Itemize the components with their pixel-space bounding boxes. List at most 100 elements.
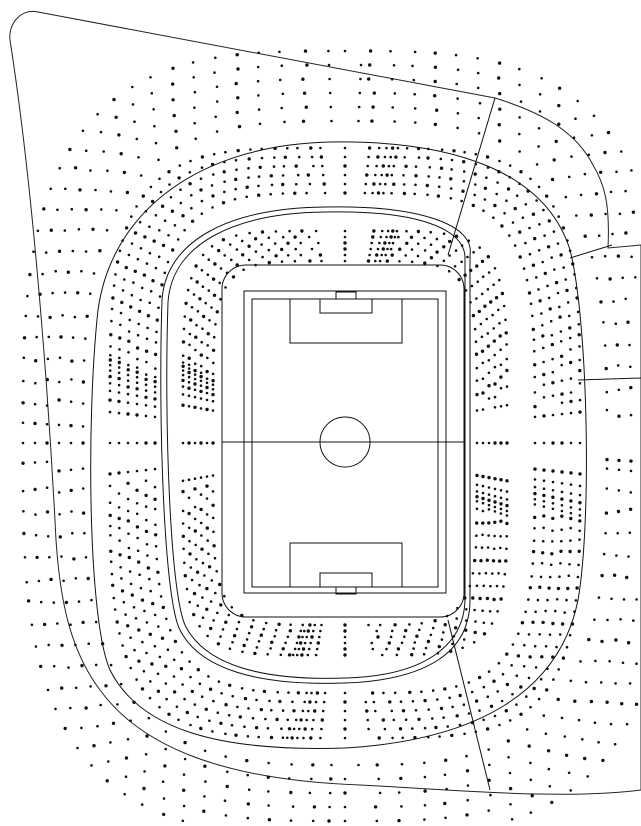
seat-dot bbox=[493, 714, 497, 718]
seat-dot bbox=[368, 63, 372, 67]
seat-dot bbox=[372, 700, 376, 704]
seat-dot bbox=[230, 258, 233, 262]
seat-dot bbox=[367, 155, 370, 159]
seat-dot bbox=[527, 676, 531, 680]
seat-dot bbox=[136, 257, 140, 261]
seat-dot bbox=[49, 228, 53, 232]
seat-dot bbox=[119, 311, 123, 315]
seat-dot bbox=[577, 549, 581, 553]
seat-dot bbox=[575, 296, 579, 300]
seat-dot bbox=[545, 688, 549, 692]
seat-dot bbox=[49, 187, 52, 191]
seat-dot bbox=[518, 230, 522, 234]
seat-dot bbox=[573, 699, 577, 703]
seat-dot bbox=[605, 700, 609, 704]
seat-dot bbox=[63, 726, 67, 731]
seat-dot bbox=[531, 620, 535, 624]
seat-dot bbox=[211, 399, 215, 403]
seat-dot bbox=[476, 71, 480, 75]
seat-dot bbox=[137, 560, 141, 564]
seat-dot bbox=[57, 249, 62, 253]
seat-dot bbox=[559, 340, 563, 343]
seat-dot bbox=[498, 159, 501, 163]
seat-dot bbox=[221, 238, 226, 242]
seat-dot bbox=[480, 335, 484, 339]
seat-dot bbox=[626, 641, 631, 645]
seat-dot bbox=[211, 490, 215, 493]
seat-dot bbox=[587, 153, 591, 157]
seat-dot bbox=[449, 177, 453, 181]
seat-dot bbox=[199, 188, 203, 192]
seat-dot bbox=[536, 598, 540, 602]
seat-dot bbox=[173, 639, 178, 644]
seat-dot bbox=[431, 626, 435, 630]
seat-dot bbox=[144, 468, 148, 472]
seat-dot bbox=[323, 191, 327, 195]
seat-dot bbox=[499, 512, 503, 515]
seat-dot bbox=[519, 712, 523, 716]
seat-dot bbox=[499, 441, 503, 445]
seat-dot bbox=[156, 570, 160, 574]
seat-dot bbox=[557, 103, 561, 108]
seat-dot bbox=[205, 407, 209, 412]
seat-dot bbox=[492, 339, 496, 343]
seat-dot bbox=[151, 279, 155, 283]
seat-dot bbox=[457, 277, 461, 282]
seat-dot bbox=[434, 725, 438, 730]
seat-dot bbox=[318, 253, 323, 257]
seat-dot bbox=[548, 633, 552, 636]
seat-dot bbox=[21, 421, 25, 425]
seat-dot bbox=[33, 441, 37, 445]
seat-dot bbox=[126, 481, 130, 485]
seat-dot bbox=[204, 707, 208, 711]
seat-dot bbox=[560, 528, 563, 531]
seat-dot bbox=[505, 547, 508, 551]
seat-dot bbox=[542, 372, 546, 377]
seat-dot bbox=[275, 717, 279, 722]
seat-dot bbox=[23, 556, 27, 559]
seat-dot bbox=[394, 155, 398, 159]
seat-dot bbox=[448, 254, 451, 257]
seat-dot bbox=[126, 441, 130, 445]
seat-dot bbox=[565, 288, 569, 293]
seat-dot bbox=[368, 49, 373, 53]
seat-dot bbox=[538, 110, 542, 113]
seat-dot bbox=[511, 692, 514, 696]
seat-dot bbox=[487, 384, 491, 388]
seat-dot bbox=[493, 487, 497, 491]
seat-dot bbox=[481, 509, 485, 513]
seat-dot bbox=[84, 337, 87, 340]
seat-dot bbox=[240, 613, 244, 618]
seat-dot bbox=[561, 656, 566, 660]
seat-dot bbox=[509, 803, 512, 806]
seat-dot bbox=[235, 234, 238, 237]
seat-dot bbox=[538, 299, 542, 303]
seat-dot bbox=[291, 700, 294, 704]
seat-dot bbox=[51, 291, 54, 295]
seat-dot bbox=[205, 586, 209, 591]
seat-dot bbox=[467, 712, 471, 715]
seat-dot bbox=[105, 229, 109, 232]
seat-dot bbox=[527, 633, 531, 636]
seat-dot bbox=[569, 539, 572, 542]
goal-top bbox=[335, 291, 357, 300]
seat-dot bbox=[568, 633, 572, 637]
seat-dot bbox=[408, 623, 411, 626]
seat-dot bbox=[357, 763, 360, 767]
seat-dot bbox=[196, 310, 200, 313]
seat-dot bbox=[236, 67, 240, 71]
seat-dot bbox=[611, 232, 614, 236]
seat-dot bbox=[303, 700, 307, 704]
seat-dot bbox=[165, 617, 168, 621]
seat-dot bbox=[89, 169, 92, 172]
seat-dot bbox=[328, 77, 331, 81]
seat-dot bbox=[269, 192, 273, 196]
seat-dot bbox=[391, 229, 395, 233]
seat-dot bbox=[69, 623, 72, 626]
seat-dot bbox=[624, 297, 627, 301]
seat-dot bbox=[94, 663, 98, 667]
seat-dot bbox=[202, 809, 206, 813]
seat-dot bbox=[493, 365, 497, 369]
seat-dot bbox=[151, 601, 155, 606]
seat-dot bbox=[203, 795, 206, 798]
